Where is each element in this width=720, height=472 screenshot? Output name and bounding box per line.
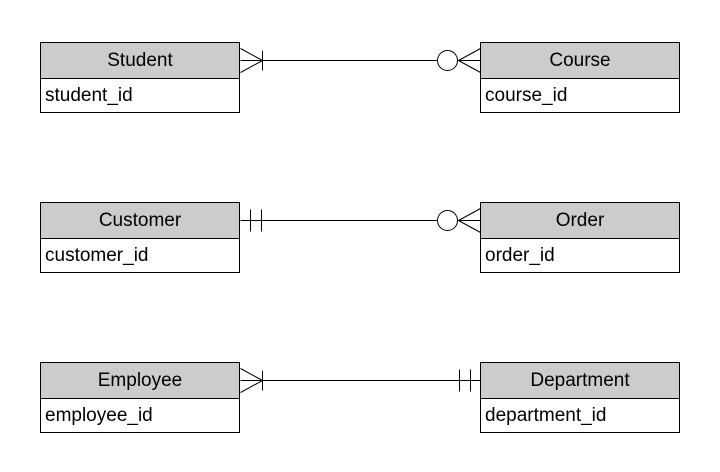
entity-course: Course course_id [480, 42, 680, 113]
entity-title: Student [41, 43, 239, 79]
entity-attribute: student_id [41, 79, 239, 112]
relationship-employee-department [240, 368, 481, 393]
entity-attribute: order_id [481, 239, 679, 272]
entity-title: Order [481, 203, 679, 239]
entity-attribute: customer_id [41, 239, 239, 272]
entity-employee: Employee employee_id [40, 362, 240, 433]
entity-title: Employee [41, 363, 239, 399]
entity-attribute: department_id [481, 399, 679, 432]
entity-order: Order order_id [480, 202, 680, 273]
entity-attribute: employee_id [41, 399, 239, 432]
entity-title: Customer [41, 203, 239, 239]
entity-customer: Customer customer_id [40, 202, 240, 273]
entity-attribute: course_id [481, 79, 679, 112]
entity-department: Department department_id [480, 362, 680, 433]
entity-student: Student student_id [40, 42, 240, 113]
relationship-customer-order [240, 208, 481, 233]
relationship-student-course [240, 48, 481, 73]
entity-title: Course [481, 43, 679, 79]
entity-title: Department [481, 363, 679, 399]
